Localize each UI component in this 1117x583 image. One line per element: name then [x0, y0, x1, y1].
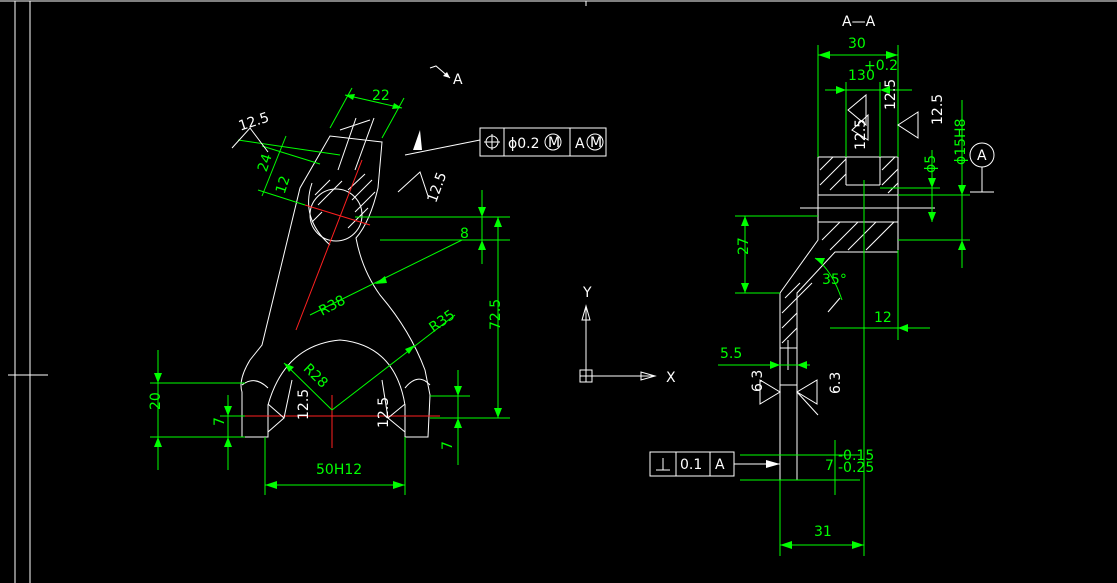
- dim-20: 20: [148, 392, 164, 410]
- perp-tolerance-value: 0.1: [680, 457, 702, 473]
- dim-50h12: 50H12: [316, 462, 362, 478]
- front-view: 22 24 12 12.5 12.5 ϕ0.2: [148, 65, 607, 495]
- roughness-bottom-left: 12.5: [296, 389, 312, 420]
- hub-centerline: [295, 159, 363, 331]
- dim-phi5: ϕ5: [923, 155, 939, 173]
- dim-phi15h8: ϕ15H8: [953, 119, 969, 165]
- dim-72-5: 72.5: [488, 299, 504, 330]
- dim-r38: R38: [316, 292, 348, 319]
- roughness-bottom-right: 12.5: [376, 397, 392, 428]
- dim-12: 12: [273, 174, 294, 196]
- dim-13-tol-upper: +0.2: [864, 58, 898, 74]
- mmc-symbol-1: M: [548, 135, 560, 151]
- dim-27: 27: [736, 237, 752, 255]
- mmc-symbol-2: M: [590, 135, 602, 151]
- dim-22: 22: [372, 88, 390, 104]
- part-outline: [240, 135, 431, 438]
- dim-7-tol-upper: -0.15: [838, 448, 874, 464]
- dim-8: 8: [460, 226, 469, 242]
- dim-13-tol-lower: 0: [866, 68, 875, 84]
- section-marker-a: A: [453, 72, 463, 88]
- dim-12-section: 12: [874, 310, 892, 326]
- perpendicularity-frame[interactable]: 0.1 A: [649, 451, 780, 477]
- roughness-top-left: 12.5: [237, 110, 272, 135]
- position-tolerance-frame[interactable]: ϕ0.2 M A M: [479, 127, 607, 157]
- roughness-top-1: 12.5: [853, 119, 869, 150]
- dim-24: 24: [255, 152, 276, 174]
- roughness-rib-left: 6.3: [750, 370, 766, 392]
- ucs-y-label: Y: [582, 285, 592, 301]
- dim-angle-35: 35°: [822, 272, 847, 288]
- section-outline: [779, 156, 899, 349]
- datum-a-label: A: [977, 148, 987, 164]
- dim-r35: R35: [426, 307, 458, 336]
- section-view: A—A: [649, 14, 995, 556]
- dim-7-right: 7: [440, 441, 456, 450]
- position-tolerance-value: ϕ0.2: [508, 136, 540, 152]
- hub-hatch: [311, 173, 376, 229]
- position-datum: A: [575, 136, 585, 152]
- dim-7-section: 7: [825, 458, 834, 474]
- dim-13: 13: [848, 68, 866, 84]
- dim-7-tol-lower: -0.25: [838, 460, 874, 476]
- dim-31: 31: [814, 524, 832, 540]
- ucs-x-label: X: [666, 370, 676, 386]
- roughness-top-2: 12.5: [883, 79, 899, 110]
- dim-7-left: 7: [212, 417, 228, 426]
- roughness-top-right: 12.5: [425, 170, 451, 205]
- roughness-right: 12.5: [930, 94, 946, 125]
- perp-datum: A: [715, 457, 725, 473]
- dim-30: 30: [848, 36, 866, 52]
- roughness-rib-right: 6.3: [828, 372, 844, 394]
- dim-5-5: 5.5: [720, 346, 742, 362]
- ucs-icon: Y X: [579, 285, 676, 386]
- section-title: A—A: [842, 14, 876, 30]
- dim-r28: R28: [300, 361, 331, 392]
